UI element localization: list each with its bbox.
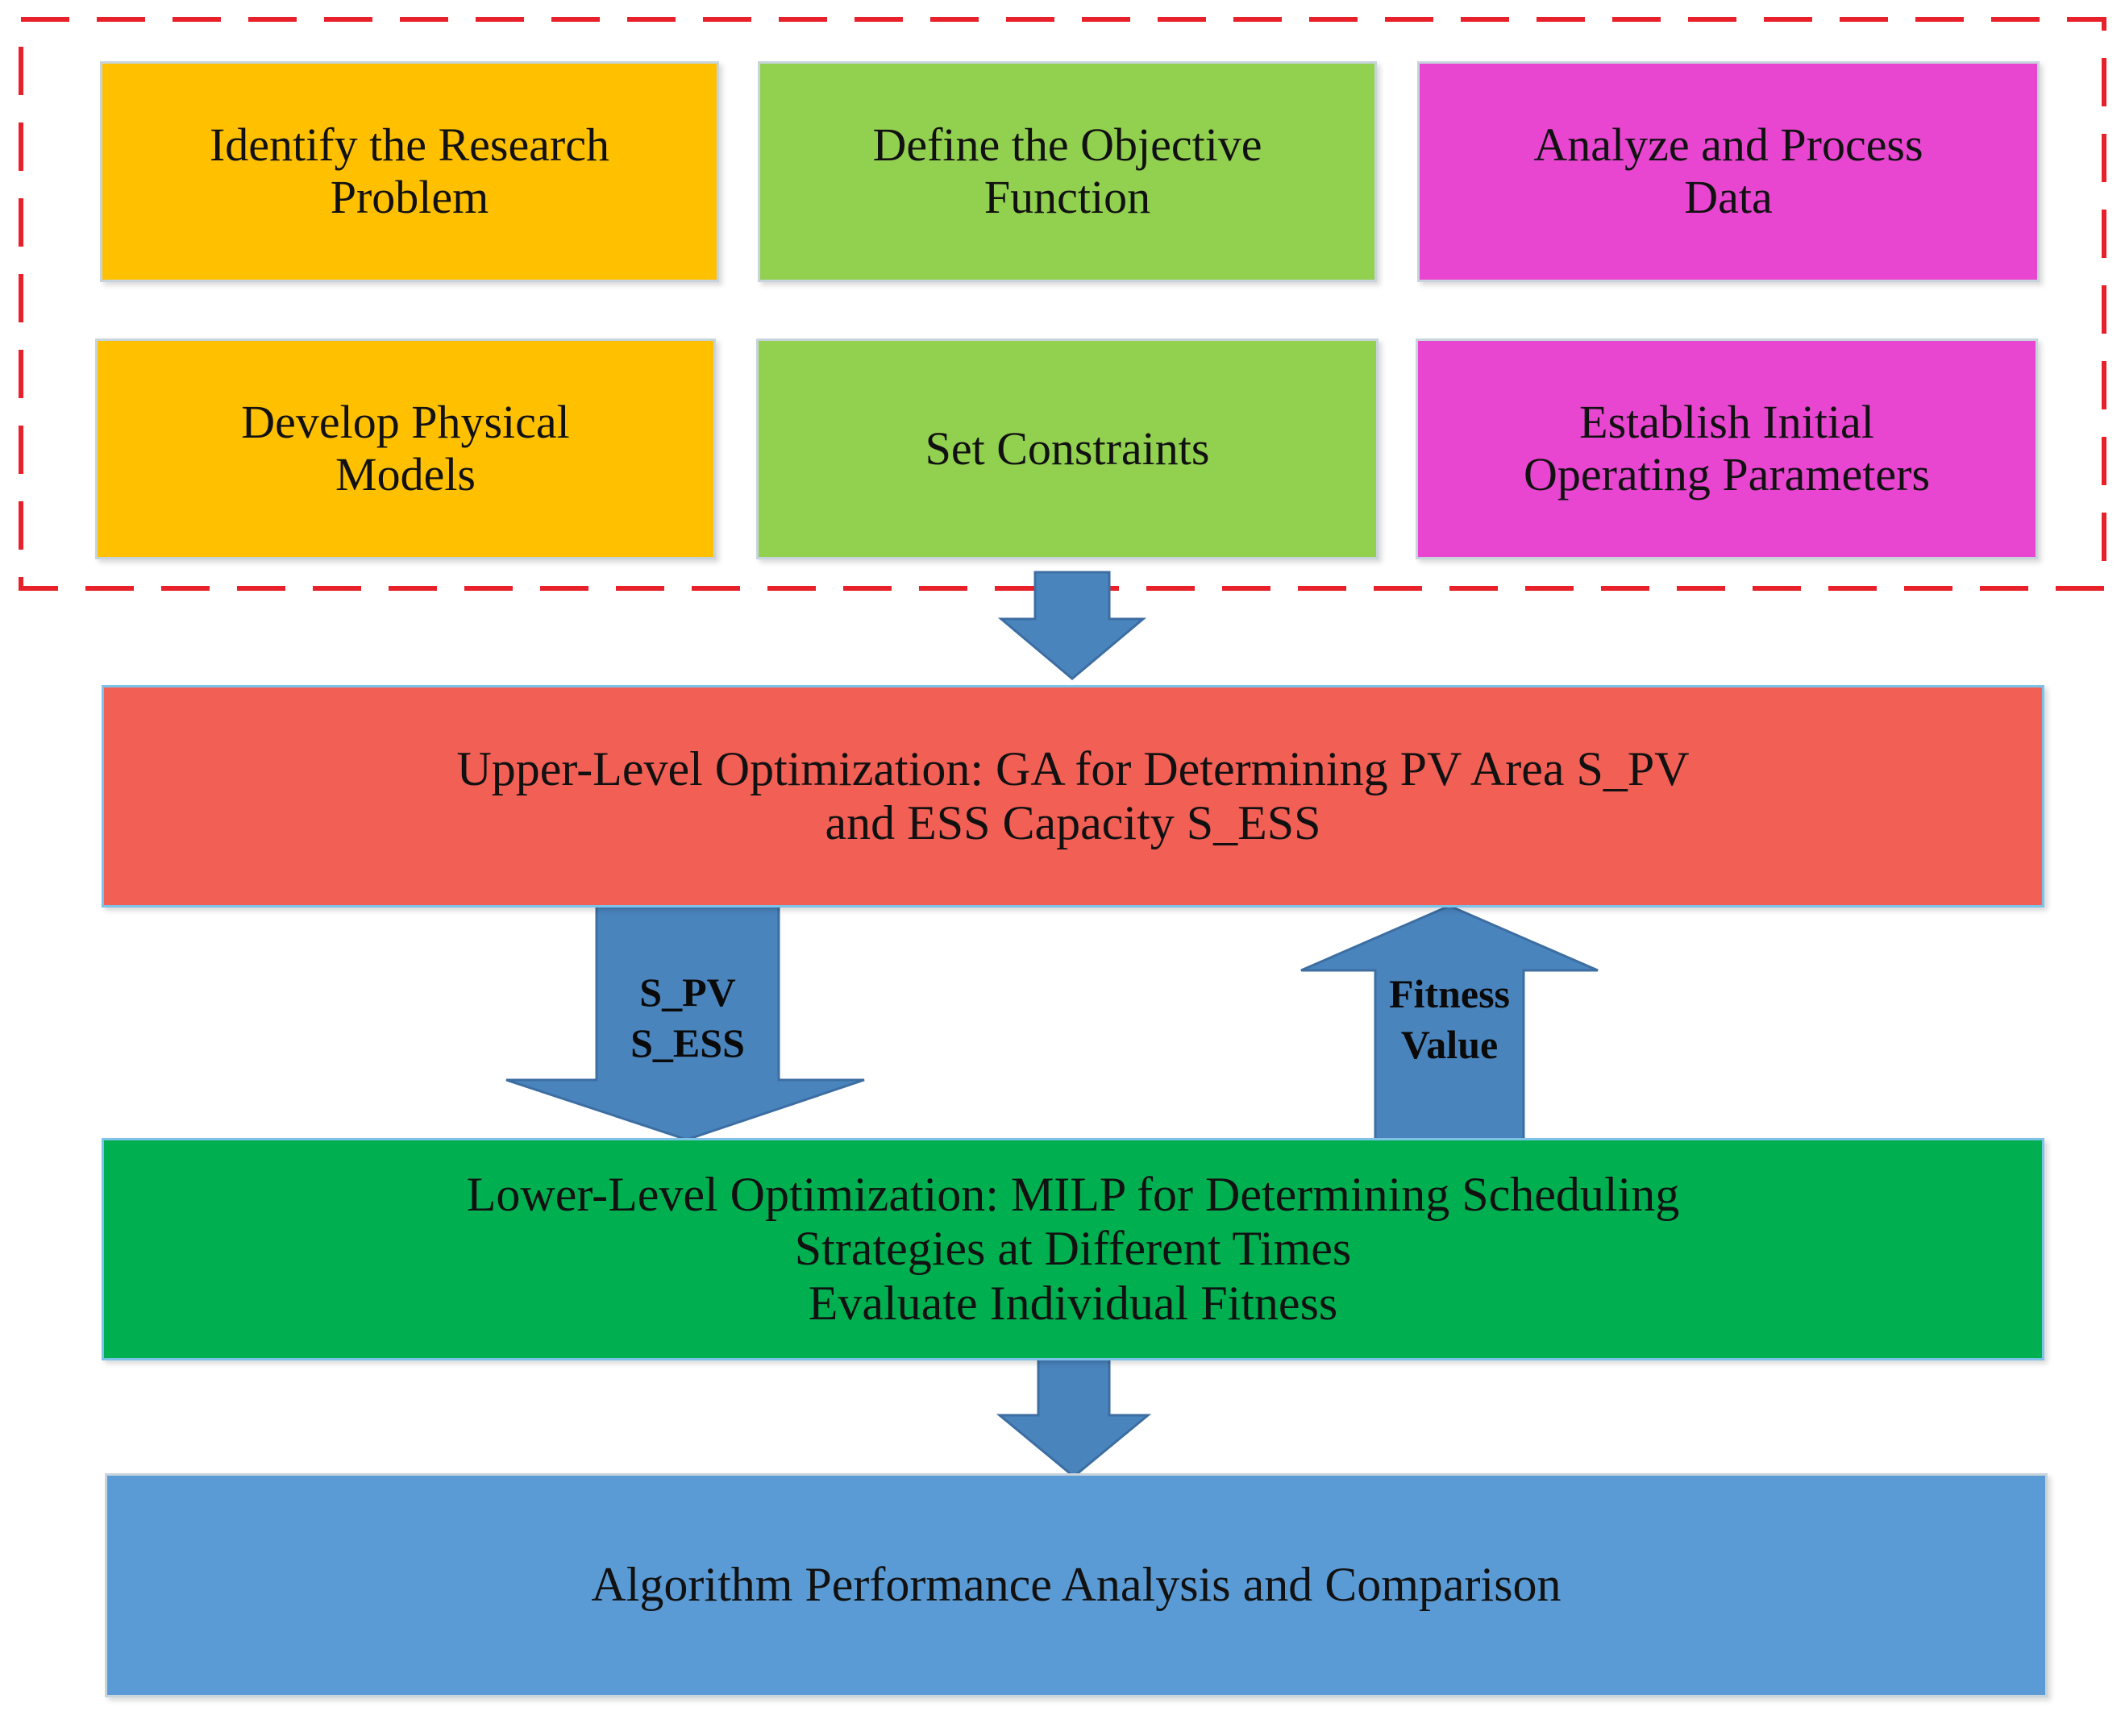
- lower-level-line2: Strategies at Different Times: [794, 1222, 1352, 1276]
- up-arrow-label-line2: Value: [1400, 1021, 1499, 1067]
- box-algorithm-performance-analysis: Algorithm Performance Analysis and Compa…: [105, 1473, 2048, 1697]
- lower-level-line1: Lower-Level Optimization: MILP for Deter…: [466, 1168, 1680, 1222]
- box-lower-level-optimization: Lower-Level Optimization: MILP for Deter…: [102, 1138, 2044, 1360]
- box-label-line2: Data: [1684, 171, 1773, 223]
- upper-level-line1: Upper-Level Optimization: GA for Determi…: [456, 741, 1690, 795]
- down-arrow-label-line2: S_ESS: [630, 1020, 745, 1065]
- box-develop-physical-models: Develop Physical Models: [95, 338, 716, 559]
- box-label-line1: Analyze and Process: [1533, 118, 1923, 172]
- box-establish-initial-parameters: Establish Initial Operating Parameters: [1416, 338, 2038, 559]
- up-arrow-label: Fitness Value: [1362, 969, 1537, 1069]
- arrow-lower-to-final: [996, 1357, 1152, 1478]
- box-set-constraints: Set Constraints: [756, 338, 1379, 559]
- final-box-label: Algorithm Performance Analysis and Compa…: [591, 1558, 1562, 1612]
- box-analyze-process-data: Analyze and Process Data: [1417, 61, 2040, 282]
- box-label-line1: Establish Initial: [1579, 396, 1874, 449]
- box-identify-research-problem: Identify the Research Problem: [100, 61, 719, 282]
- box-label-line2: Operating Parameters: [1523, 448, 1931, 500]
- box-label-line2: Models: [335, 448, 476, 500]
- box-define-objective-function: Define the Objective Function: [758, 61, 1377, 282]
- down-arrow-label-line1: S_PV: [639, 970, 736, 1015]
- lower-level-line3: Evaluate Individual Fitness: [808, 1276, 1338, 1330]
- up-arrow-label-line1: Fitness: [1389, 971, 1510, 1016]
- upper-level-line2: and ESS Capacity S_ESS: [825, 796, 1321, 849]
- box-label-line1: Set Constraints: [925, 422, 1210, 475]
- box-label-line1: Develop Physical: [241, 396, 570, 449]
- box-upper-level-optimization: Upper-Level Optimization: GA for Determi…: [102, 685, 2044, 907]
- down-arrow-label: S_PV S_ESS: [597, 967, 779, 1068]
- box-label-line2: Function: [983, 171, 1151, 223]
- box-label-line2: Problem: [330, 171, 489, 223]
- box-label-line1: Identify the Research: [209, 118, 609, 172]
- arrow-group-to-upper: [997, 571, 1147, 680]
- box-label-line1: Define the Objective: [872, 118, 1262, 172]
